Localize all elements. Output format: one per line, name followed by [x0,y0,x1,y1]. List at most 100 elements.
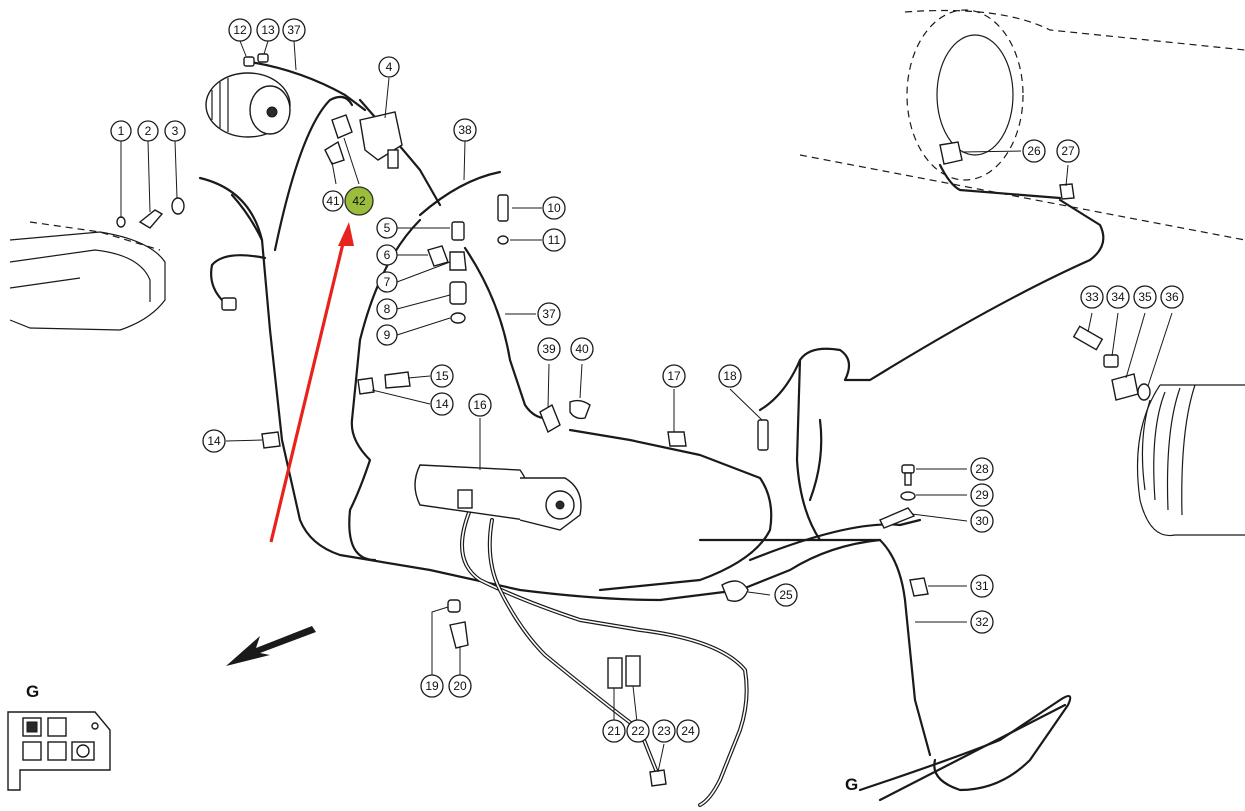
fuse-part-33 [1072,325,1104,351]
wire-terminal-part-2 [138,209,164,229]
inset-section-letter: G [26,682,39,701]
adapter-part-7 [449,251,467,271]
inset-panel: G [7,682,111,791]
svg-text:1: 1 [118,124,125,138]
callout-21: 21 [602,719,626,743]
harness-end-section-letter: G [845,775,858,794]
callout-27: 27 [1056,139,1080,163]
svg-text:37: 37 [542,307,556,321]
svg-text:22: 22 [631,724,645,738]
cable-lug-part-30 [879,507,916,529]
svg-text:34: 34 [1111,290,1125,304]
svg-text:38: 38 [458,123,472,137]
sensor-part-18 [757,419,769,451]
callout-38: 38 [453,118,477,142]
leader-lines [120,40,1173,773]
starter-motor-part-16 [414,464,582,531]
sensor-part-6 [427,245,449,267]
callout-3: 3 [164,120,186,142]
svg-text:40: 40 [575,342,589,356]
svg-text:18: 18 [723,369,737,383]
svg-text:5: 5 [384,221,391,235]
svg-text:36: 36 [1165,290,1179,304]
callout-4: 4 [378,56,400,78]
plate-part-22 [625,655,641,687]
svg-text:33: 33 [1085,290,1099,304]
clip-part-14-lower [261,431,281,449]
bushing-part-19 [447,599,461,613]
svg-text:23: 23 [657,724,671,738]
callout-37-top: 37 [282,18,306,42]
callout-30: 30 [970,509,994,533]
callout-32: 32 [970,610,994,634]
washer-part-29 [900,491,916,501]
callout-14-lower: 14 [202,429,226,453]
bracket-part-15 [384,371,411,389]
svg-text:13: 13 [261,23,275,37]
svg-text:35: 35 [1138,290,1152,304]
svg-text:30: 30 [975,514,989,528]
svg-text:26: 26 [1027,144,1041,158]
callout-18: 18 [718,364,742,388]
washer-part-11 [497,235,509,245]
callout-23: 23 [652,719,676,743]
callout-19: 19 [420,674,444,698]
red-pointer-arrow [269,222,354,543]
svg-text:12: 12 [233,23,247,37]
bracket-part-35 [1111,373,1139,401]
svg-text:41: 41 [326,194,340,208]
alternator [205,72,291,138]
svg-text:24: 24 [681,724,695,738]
travel-direction-arrow [226,626,316,666]
battery-cables [460,508,749,807]
o-ring-part-1 [116,216,126,228]
svg-text:16: 16 [473,398,487,412]
svg-text:6: 6 [384,248,391,262]
connector-plug [221,297,237,311]
main-harness [198,60,1105,802]
switch-part-26 [939,141,963,165]
callout-25: 25 [774,583,798,607]
callout-12: 12 [228,18,252,42]
ring-part-3 [171,197,185,215]
clip-part-14-upper [357,377,375,395]
sensor-part-5 [451,221,465,241]
bolt-part-28 [901,464,915,486]
callout-14-upper: 14 [430,392,454,416]
callout-33: 33 [1080,285,1104,309]
callout-22: 22 [626,719,650,743]
svg-text:14: 14 [435,397,449,411]
sender-part-39 [539,403,561,434]
callout-11: 11 [542,228,566,252]
plate-part-21 [607,657,623,689]
svg-text:39: 39 [542,342,556,356]
svg-text:25: 25 [779,588,793,602]
callout-17: 17 [662,364,686,388]
callout-15: 15 [430,364,454,388]
callout-16: 16 [468,393,492,417]
svg-text:7: 7 [384,275,391,289]
svg-text:14: 14 [207,434,221,448]
svg-text:9: 9 [384,328,391,342]
svg-text:3: 3 [172,124,179,138]
svg-text:27: 27 [1061,144,1075,158]
callout-1: 1 [110,120,132,142]
regulator-part-4 [359,111,403,169]
sender-part-40 [569,399,591,420]
nut-part-34 [1103,354,1119,368]
svg-text:21: 21 [607,724,621,738]
alternator-cap-part-12 [243,56,255,67]
callout-42-highlighted: 42 [344,186,374,216]
svg-text:19: 19 [425,679,439,693]
svg-text:4: 4 [386,60,393,74]
svg-text:42: 42 [352,194,366,208]
alternator-nut-part-13 [257,53,269,63]
callout-6: 6 [376,244,398,266]
svg-text:10: 10 [547,201,561,215]
callout-39: 39 [537,337,561,361]
svg-text:17: 17 [667,369,681,383]
callout-7: 7 [376,271,398,293]
elbow-part-20 [449,621,469,649]
callout-26: 26 [1022,139,1046,163]
side-tyre-outline [1136,384,1245,537]
